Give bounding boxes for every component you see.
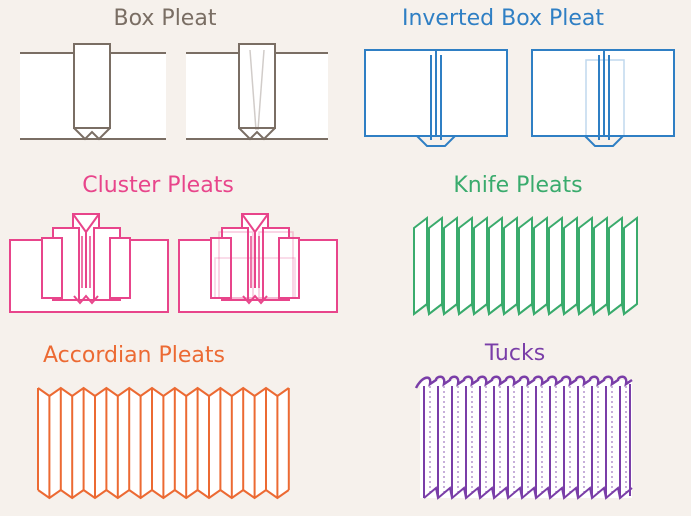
cluster-pleats-unfolded-icon — [178, 213, 338, 313]
tucks-title: Tucks — [484, 341, 546, 366]
knife-pleats-icon — [413, 215, 638, 317]
cluster-pleats-folded-icon — [9, 213, 169, 313]
box-pleat-folded-icon — [20, 43, 166, 141]
inverted-box-pleat-title: Inverted Box Pleat — [401, 6, 605, 31]
accordian-pleats-icon — [37, 386, 290, 500]
box-pleat-unfolded-icon — [186, 43, 328, 141]
inverted-box-pleat-folded-icon — [364, 49, 508, 147]
accordian-pleats-title: Accordian Pleats — [43, 343, 225, 368]
box-pleat-title: Box Pleat — [113, 6, 217, 31]
tucks-icon — [414, 375, 633, 500]
knife-pleats-title: Knife Pleats — [453, 173, 583, 198]
cluster-pleats-title: Cluster Pleats — [82, 173, 234, 198]
inverted-box-pleat-unfolded-icon — [531, 49, 675, 147]
